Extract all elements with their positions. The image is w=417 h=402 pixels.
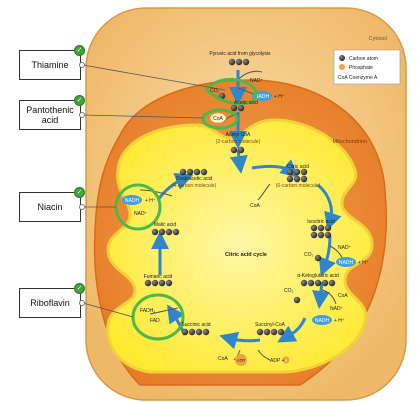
h-r2-label: + H⁺ bbox=[334, 318, 345, 324]
label-niacin: Niacin bbox=[37, 202, 63, 212]
akg-label: α-Ketoglutaric acid bbox=[297, 273, 339, 279]
legend-phosphate: Phosphate bbox=[349, 65, 373, 71]
acetylcoa-label: Acetyl CoA bbox=[226, 132, 251, 138]
phosphate-badge bbox=[282, 356, 290, 364]
coa-r2-label: CoA bbox=[338, 293, 348, 299]
legend-carbon: Carbon atom bbox=[349, 56, 378, 62]
h-left-label: + H⁺ bbox=[145, 198, 156, 204]
co2-r1-label: CO₂ bbox=[304, 252, 314, 258]
atp-badge bbox=[235, 354, 247, 366]
cytosol-label: Cytosol bbox=[369, 36, 387, 42]
check-icon: ✓ bbox=[74, 283, 85, 294]
connector-lines bbox=[82, 64, 226, 318]
adp-label: ADP + bbox=[270, 358, 285, 364]
nadh-badges bbox=[122, 91, 356, 325]
carbon-atoms bbox=[144, 58, 336, 336]
acetylcoa-sub-label: (2-carbon molecule) bbox=[216, 139, 261, 145]
succinylcoa-label: Succinyl-CoA bbox=[255, 322, 286, 328]
label-riboflavin: Riboflavin bbox=[30, 298, 70, 308]
isocitric-label: Isocitric acid bbox=[307, 219, 335, 225]
fadh2-label: FADH₂ bbox=[140, 308, 155, 314]
h-r1-label: + H⁺ bbox=[358, 260, 369, 266]
citric-sub-label: (6-carbon molecule) bbox=[276, 183, 321, 189]
nadplus-top-label: NAD⁺ bbox=[250, 78, 264, 84]
coa-top-label: CoA bbox=[213, 116, 223, 122]
nadplus-left-label: NAD⁺ bbox=[134, 211, 148, 217]
legend: Carbon atom Phosphate CoA Coenzyme A bbox=[333, 49, 401, 85]
h-top-label: + H⁺ bbox=[274, 94, 285, 100]
pyruvic-label: Pyruvic acid from glycolysis bbox=[209, 51, 271, 57]
oxaloacetic-label: Oxaloacetic acid bbox=[176, 176, 213, 182]
acetic-label: Acetic acid bbox=[234, 100, 258, 106]
label-box-riboflavin[interactable]: Riboflavin bbox=[19, 288, 81, 318]
malic-label: Malic acid bbox=[154, 222, 176, 228]
citric-label: Citric acid bbox=[287, 164, 309, 170]
oxaloacetic-sub-label: (4-carbon molecule) bbox=[172, 183, 217, 189]
label-pantothenic: Pantothenic acid bbox=[26, 105, 74, 125]
check-icon: ✓ bbox=[74, 95, 85, 106]
label-box-pantothenic[interactable]: Pantothenic acid bbox=[19, 100, 81, 130]
mitochondrion-label: Mitochondrion bbox=[332, 139, 367, 145]
fad-label: FAD bbox=[150, 318, 160, 324]
coa-bottom-label: CoA bbox=[218, 356, 228, 362]
nadh-left-label: NADH bbox=[125, 198, 140, 204]
legend-coa: CoA Coenzyme A bbox=[338, 75, 378, 81]
cycle-label: Citric acid cycle bbox=[225, 252, 267, 258]
fumaric-label: Fumaric acid bbox=[144, 274, 173, 280]
coa-oval bbox=[209, 112, 227, 124]
nadplus-r2-label: NAD⁺ bbox=[330, 306, 344, 312]
succinic-label: Succinic acid bbox=[181, 322, 210, 328]
connector-handle[interactable] bbox=[79, 300, 85, 306]
nadh-top-label: NADH bbox=[255, 94, 270, 100]
co2-r2-label: CO₂ bbox=[284, 288, 294, 294]
connector-handle[interactable] bbox=[79, 112, 85, 118]
label-box-thiamine[interactable]: Thiamine bbox=[19, 50, 81, 80]
co2-top-label: CO₂ bbox=[210, 88, 220, 94]
label-thiamine: Thiamine bbox=[31, 60, 69, 70]
coa-mid-label: CoA bbox=[250, 203, 260, 209]
pi-label: P bbox=[285, 358, 288, 363]
label-box-niacin[interactable]: Niacin bbox=[19, 192, 81, 222]
connector-handle[interactable] bbox=[79, 62, 85, 68]
atp-label: ATP bbox=[237, 358, 245, 363]
nadplus-r1-label: NAD⁺ bbox=[338, 245, 352, 251]
nadh-r2-label: NADH bbox=[315, 318, 330, 324]
connector-handle[interactable] bbox=[79, 204, 85, 210]
check-icon: ✓ bbox=[74, 187, 85, 198]
nadh-r1-label: NADH bbox=[339, 260, 354, 266]
check-icon: ✓ bbox=[74, 45, 85, 56]
